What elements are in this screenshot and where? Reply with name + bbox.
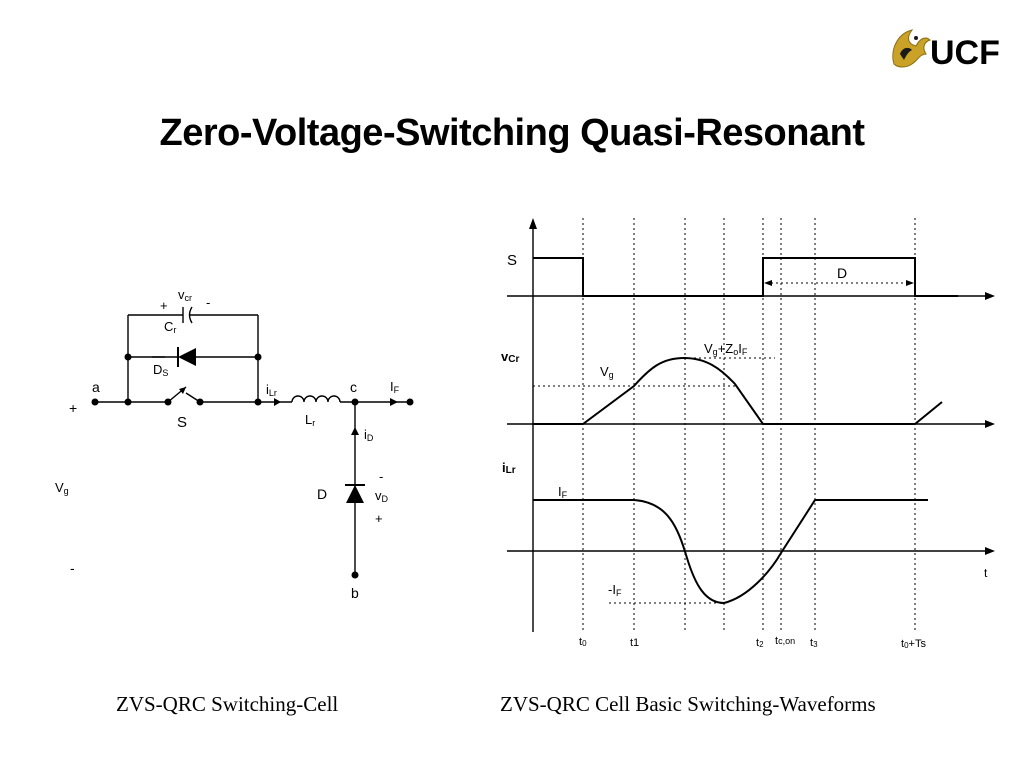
tick-t2: t2 <box>756 637 764 649</box>
caption-circuit: ZVS-QRC Switching-Cell <box>116 692 339 716</box>
vcr-waveform <box>533 356 943 425</box>
vd-plus: + <box>375 511 383 526</box>
s-axis-label: S <box>507 252 517 269</box>
tick-t1: t1 <box>630 637 639 649</box>
ucf-logo: UCF <box>892 29 1000 72</box>
logo-text: UCF <box>930 34 1000 72</box>
tick-t3: t3 <box>810 637 818 649</box>
ds-label: DS <box>153 362 168 378</box>
vg-label: Vg <box>55 480 69 496</box>
tick-t0-ts: t0+Ts <box>901 638 926 650</box>
if-label: IF <box>390 379 400 395</box>
tick-tc-on: tc,on <box>775 635 795 647</box>
if-arrow <box>390 398 398 406</box>
switch-label: S <box>177 414 187 431</box>
node-c-label: c <box>350 379 357 395</box>
ilr-arrow <box>274 398 281 406</box>
capacitor-cr <box>182 306 193 324</box>
vg-plus: + <box>69 400 77 416</box>
cr-minus: - <box>206 295 210 310</box>
vd-minus: - <box>379 469 383 484</box>
s-waveform <box>533 257 958 297</box>
cr-label: Cr <box>164 319 176 335</box>
cr-plus: + <box>160 298 168 313</box>
id-arrow <box>351 427 359 435</box>
diode-d-label: D <box>317 486 327 502</box>
ilr-label: iLr <box>266 382 277 398</box>
duty-label: D <box>837 265 847 281</box>
peak-voltage-label: Vg+ZoIF <box>704 341 748 357</box>
vcr-label: vcr <box>178 287 192 303</box>
diode-d <box>345 484 365 503</box>
node-a-label: a <box>92 379 100 395</box>
ilr-axis-label: iLr <box>502 460 516 476</box>
diode-ds <box>152 347 196 367</box>
caption-waveforms: ZVS-QRC Cell Basic Switching-Waveforms <box>500 692 876 716</box>
t-axis-label: t <box>984 566 988 580</box>
slide-title: Zero-Voltage-Switching Quasi-Resonant <box>159 112 865 154</box>
vcr-axis-label: vCr <box>501 349 519 365</box>
ilr-waveform <box>533 499 928 605</box>
if-level-label: IF <box>558 484 568 500</box>
lr-label: Lr <box>305 412 315 428</box>
zvs-qrc-circuit: vcr + - Cr DS a + S iLr Lr c IF iD - D v… <box>55 287 414 601</box>
neg-if-level-label: -IF <box>608 582 622 598</box>
vg-level-label: Vg <box>600 364 614 380</box>
tick-t0: t0 <box>579 636 587 648</box>
circuit-nodes <box>91 353 414 579</box>
id-label: iD <box>364 427 374 443</box>
switch-s <box>167 386 187 403</box>
vd-label: vD <box>375 488 389 504</box>
duty-arrow <box>764 280 914 286</box>
pegasus-icon <box>892 29 931 68</box>
switching-waveforms: S D vCr Vg+ZoIF Vg iLr IF -IF t t0 t1 t2… <box>501 218 995 650</box>
inductor-lr <box>291 395 341 403</box>
node-b-label: b <box>351 585 359 601</box>
vg-minus: - <box>70 560 75 576</box>
